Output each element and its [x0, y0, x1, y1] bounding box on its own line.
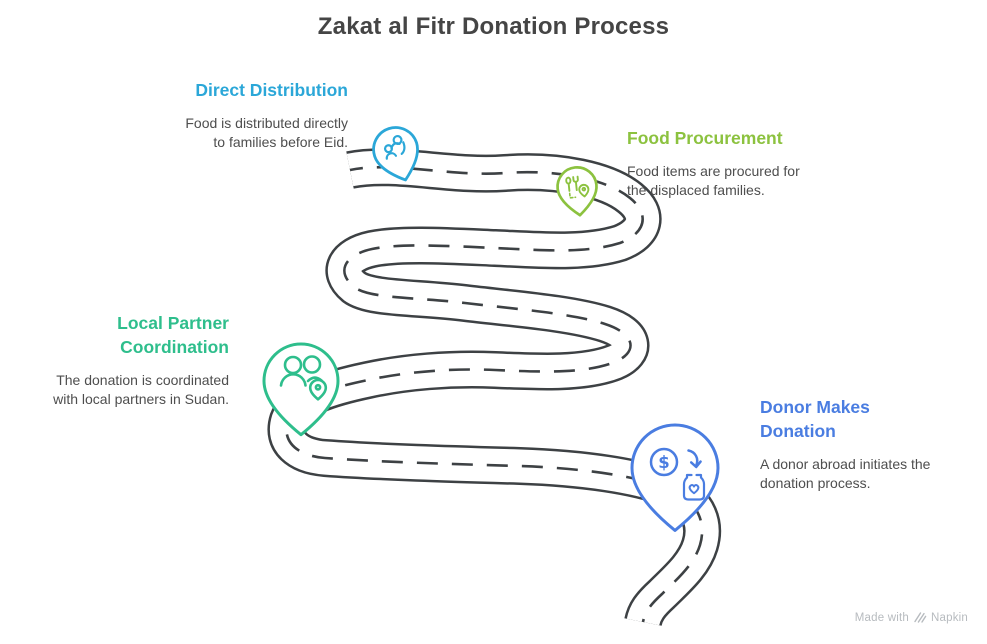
pin-shape — [556, 166, 598, 217]
watermark-brand: Napkin — [931, 611, 968, 624]
step-donor-makes-donation: Donor Makes Donation A donor abroad init… — [760, 395, 980, 492]
watermark: Made with Napkin — [855, 611, 968, 624]
step-title: Direct Distribution — [195, 80, 348, 100]
napkin-logo-icon — [914, 612, 927, 623]
direct-distribution-pin — [372, 126, 419, 182]
money-donation-icon: $ — [649, 447, 706, 501]
step-title: Food Procurement — [627, 128, 783, 148]
step-food-procurement: Food Procurement Food items are procured… — [627, 126, 877, 199]
food-route-icon — [565, 175, 590, 199]
step-direct-distribution: Direct Distribution Food is distributed … — [68, 78, 348, 151]
partners-location-icon — [279, 355, 328, 401]
pin-shape — [630, 423, 720, 532]
step-description: The donation is coordinated with local p… — [53, 372, 229, 407]
step-description: Food is distributed directly to families… — [185, 115, 348, 150]
step-description: Food items are procured for the displace… — [627, 163, 800, 198]
food-procurement-pin — [556, 166, 598, 217]
step-local-partner-coordination: Local Partner Coordination The donation … — [0, 311, 229, 408]
family-support-icon — [383, 134, 406, 160]
dollar-sign: $ — [658, 453, 669, 472]
road-surface — [270, 150, 719, 626]
page-title: Zakat al Fitr Donation Process — [317, 13, 670, 40]
step-description: A donor abroad initiates the donation pr… — [760, 456, 931, 491]
step-title: Donor Makes Donation — [760, 397, 870, 441]
winding-road — [267, 148, 722, 627]
watermark-prefix: Made with — [854, 611, 909, 624]
step-title: Local Partner Coordination — [117, 313, 229, 357]
donor-donation-pin: $ — [630, 423, 720, 532]
local-partner-pin — [262, 342, 340, 437]
